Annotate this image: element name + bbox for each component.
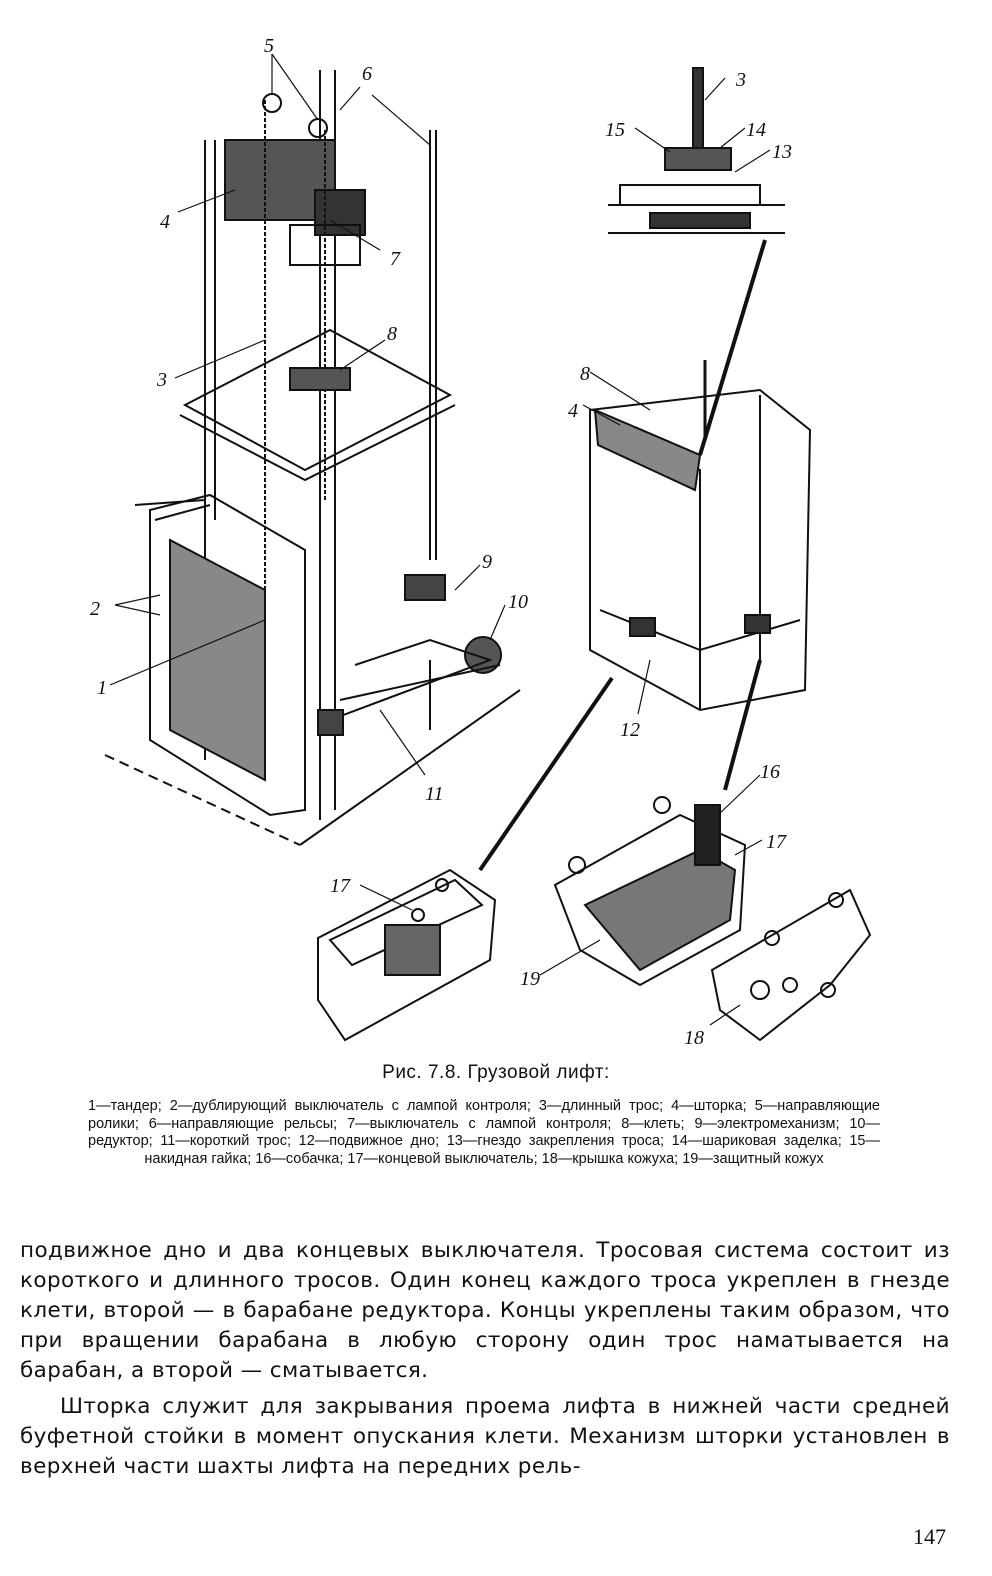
housing-cover [710,888,872,1042]
rope-fixing-detail [608,67,785,456]
figure-legend: 1—тандер; 2—дублирующий выключатель с ла… [88,1098,880,1167]
label-14: 14 [746,119,766,141]
lift-shaft [104,70,521,846]
label-10: 10 [508,591,528,613]
label-4: 4 [160,211,170,233]
cage-drawing [478,360,812,872]
lift-illustration: 5 6 4 7 8 3 2 1 9 10 11 3 15 14 13 8 4 1… [90,35,872,1049]
paragraph-2: Шторка служит для закрывания проема лифт… [20,1394,950,1479]
label-6: 6 [362,63,372,85]
label-15: 15 [605,119,625,141]
switch-housing-right [553,796,747,987]
figure-labels: 5 6 4 7 8 3 2 1 9 10 11 3 15 14 13 8 4 1… [90,35,792,1049]
label-5: 5 [264,35,274,57]
label-12: 12 [620,719,640,741]
label-18: 18 [684,1027,704,1049]
label-13: 13 [772,141,792,163]
label-8-cage: 8 [580,363,590,385]
page-number: 147 [913,1524,946,1549]
label-3-detail: 3 [735,69,746,91]
label-2: 2 [90,598,100,620]
lift-figure: 5 6 4 7 8 3 2 1 9 10 11 3 15 14 13 8 4 1… [90,35,872,1049]
label-1: 1 [97,677,107,699]
switch-housing-left [317,868,497,1042]
label-8: 8 [387,323,397,345]
label-9: 9 [482,551,492,573]
paragraph-1: подвижное дно и два концевых выключателя… [20,1238,950,1383]
label-11: 11 [425,783,444,805]
label-17-left: 17 [330,875,351,897]
body-text: подвижное дно и два концевых выключателя… [20,1236,950,1482]
label-19: 19 [520,968,540,990]
label-4-cage: 4 [568,400,578,422]
label-16: 16 [760,761,780,783]
figure-caption: Рис. 7.8. Грузовой лифт: [382,1062,610,1083]
label-7: 7 [390,248,401,270]
leader-lines [109,53,771,1026]
label-17-right: 17 [766,831,787,853]
label-3: 3 [156,369,167,391]
